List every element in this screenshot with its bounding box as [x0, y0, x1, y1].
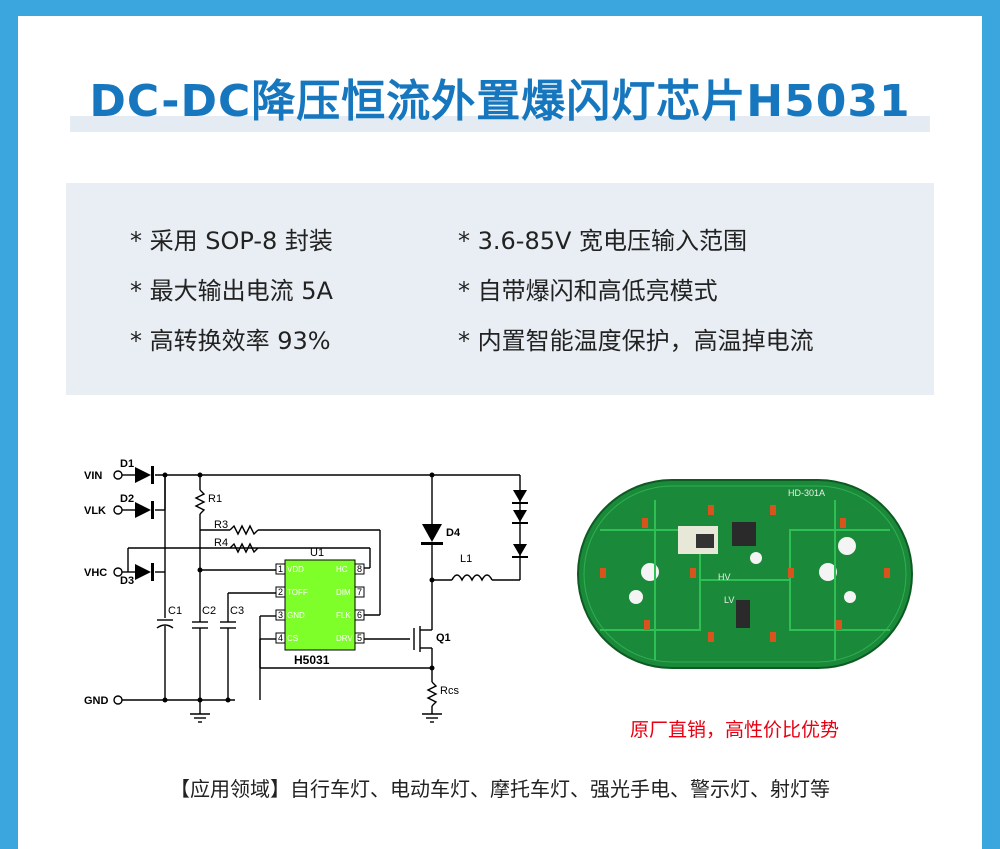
label-l1: L1	[460, 553, 472, 565]
title-underline	[70, 116, 930, 132]
feature-item: * 3.6-85V 宽电压输入范围	[458, 227, 748, 255]
vin-terminal	[113, 470, 123, 480]
label-d2: D2	[120, 493, 134, 505]
pin-label: HC	[336, 565, 348, 574]
pin-number: 8	[357, 564, 362, 574]
label-vlk: VLK	[84, 505, 106, 517]
pin-label: GND	[287, 611, 305, 620]
label-r3: R3	[214, 519, 228, 531]
label-d1: D1	[120, 458, 134, 470]
feature-item: * 最大输出电流 5A	[130, 277, 333, 305]
label-d4: D4	[446, 527, 461, 539]
pcb-hv-label: HV	[718, 572, 731, 582]
label-gnd: GND	[84, 695, 109, 707]
feature-item: * 自带爆闪和高低亮模式	[458, 277, 718, 305]
pcb-lv-label: LV	[724, 595, 734, 605]
pin-number: 5	[357, 633, 362, 643]
pin-number: 3	[278, 610, 283, 620]
label-vin: VIN	[84, 470, 102, 482]
label-vhc: VHC	[84, 567, 107, 579]
content-card	[18, 16, 982, 849]
pin-number: 1	[278, 564, 283, 574]
direct-sale-note: 原厂直销，高性价比优势	[630, 719, 840, 741]
label-rcs: Rcs	[440, 685, 459, 697]
pin-label: DRV	[336, 634, 353, 643]
label-r1: R1	[208, 493, 222, 505]
chip-name: H5031	[294, 653, 330, 667]
page-title: DC-DC降压恒流外置爆闪灯芯片H5031	[89, 76, 911, 127]
pin-label: FLK	[336, 611, 351, 620]
pin-label: DIM	[336, 588, 351, 597]
feature-box	[66, 183, 934, 395]
feature-item: * 高转换效率 93%	[130, 327, 331, 355]
pin-number: 2	[278, 587, 283, 597]
vlk-terminal	[113, 505, 123, 515]
pin-number: 6	[357, 610, 362, 620]
pcb-board-label: HD-301A	[788, 488, 825, 498]
label-d3: D3	[120, 575, 134, 587]
label-c2: C2	[202, 605, 216, 617]
label-c1: C1	[168, 605, 182, 617]
pcb-board-photo: HD-301A HV LV	[577, 479, 913, 669]
applications-text: 【应用领域】自行车灯、电动车灯、摩托车灯、强光手电、警示灯、射灯等	[170, 777, 830, 801]
label-r4: R4	[214, 537, 228, 549]
label-q1: Q1	[436, 632, 451, 644]
feature-item: * 内置智能温度保护，高温掉电流	[458, 327, 814, 355]
pin-label: VDD	[287, 565, 304, 574]
pin-label: CS	[287, 634, 298, 643]
feature-item: * 采用 SOP-8 封装	[130, 227, 333, 255]
pin-number: 4	[278, 633, 283, 643]
h5031-chip	[284, 559, 356, 651]
circuit-schematic: VIN VLK VHC GND D1 D2 D3 D4 R1 R3 R4 L1 …	[84, 458, 528, 723]
label-c3: C3	[230, 605, 244, 617]
pin-number: 7	[357, 587, 362, 597]
gnd-terminal	[113, 695, 123, 705]
pin-label: TOFF	[287, 588, 308, 597]
label-u1: U1	[310, 547, 324, 559]
